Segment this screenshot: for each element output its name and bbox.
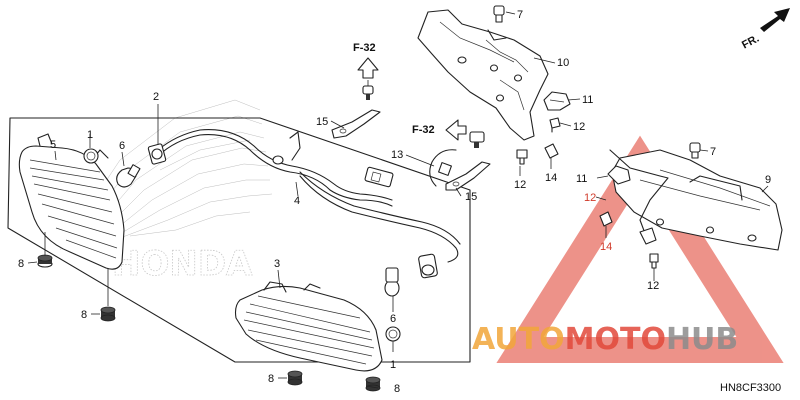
- leader-lines: [27, 11, 769, 389]
- part-10-upper-bracket: [417, 9, 549, 141]
- svg-text:AUTOMOTOHUB: AUTOMOTOHUB: [472, 322, 738, 357]
- grommet-8d: [365, 376, 381, 392]
- front-direction-arrow: [760, 8, 790, 32]
- triangle-watermark: [496, 135, 784, 363]
- bolt-7b: [689, 142, 701, 159]
- part-13-band: [429, 149, 457, 187]
- watermark-hub: HUB: [666, 322, 738, 357]
- callout-2: 2: [153, 91, 159, 103]
- honda-logo-text: HONDA: [112, 244, 253, 284]
- f32-mid-group: [445, 119, 491, 191]
- wire-stay: [609, 149, 669, 237]
- honda-wing-watermark: HONDA: [59, 99, 273, 284]
- grommet-8c: [287, 370, 303, 386]
- callout-15a: 15: [316, 116, 328, 128]
- callout-4: 4: [294, 195, 300, 207]
- f32-top-group: [331, 57, 381, 139]
- callout-14b: 14: [600, 241, 612, 253]
- part-1-socket-left: [83, 148, 99, 164]
- grommet-8b: [100, 306, 116, 322]
- callout-6b: 6: [390, 313, 396, 325]
- callout-5: 5: [50, 139, 56, 151]
- callout-12c: 12: [584, 192, 596, 204]
- diagram-code: HN8CF3300: [720, 382, 781, 394]
- callout-1b: 1: [390, 359, 396, 371]
- callout-6a: 6: [119, 140, 125, 152]
- part-11-clamp-right: [607, 165, 631, 185]
- part-1-socket-right: [385, 326, 401, 342]
- watermark-moto: MOTO: [565, 322, 666, 357]
- screw-12b: [516, 149, 528, 165]
- ref-f32-top: F-32: [353, 42, 376, 54]
- callout-11b: 11: [576, 173, 587, 185]
- part-5-left-lens: [18, 133, 125, 270]
- callout-8d: 8: [394, 383, 400, 395]
- callout-7a: 7: [517, 9, 523, 21]
- callout-14a: 14: [545, 172, 557, 184]
- callout-15b: 15: [465, 191, 477, 203]
- part-6-bulb-left: [116, 164, 141, 188]
- part-6-bulb-right: [384, 267, 400, 297]
- callout-3: 3: [274, 258, 280, 270]
- callout-8c: 8: [268, 373, 274, 385]
- part-3-right-lens: [234, 281, 383, 372]
- part-4-wire-harness: [147, 129, 461, 279]
- ref-f32-mid: F-32: [412, 124, 435, 136]
- callout-12b: 12: [514, 179, 526, 191]
- callout-13: 13: [391, 149, 403, 161]
- callout-9: 9: [765, 174, 771, 186]
- watermark-auto: AUTO: [472, 322, 565, 357]
- automotohub-watermark: AUTOMOTOHUB: [472, 322, 738, 357]
- assembly-frame: [7, 117, 471, 363]
- grommet-14a: [544, 143, 559, 159]
- callout-11a: 11: [582, 94, 593, 106]
- callout-1a: 1: [87, 129, 93, 141]
- direction-label: FR.: [740, 33, 761, 52]
- callout-8a: 8: [18, 258, 24, 270]
- callout-8b: 8: [81, 309, 87, 321]
- grommet-14b: [599, 211, 613, 227]
- bolt-7a: [493, 5, 505, 23]
- callout-10: 10: [557, 57, 569, 69]
- callouts: 1 1 2 3 4 5 6 6 7 7 8 8 8 8 9 10 11 11 1…: [18, 9, 771, 395]
- clip-12c: [639, 227, 657, 245]
- grommet-8a: [37, 254, 53, 268]
- callout-12d: 12: [647, 280, 659, 292]
- part-11-clamp-upper: [543, 91, 571, 111]
- callout-12a: 12: [573, 121, 585, 133]
- callout-7b: 7: [710, 146, 716, 158]
- screw-12a: [549, 117, 561, 133]
